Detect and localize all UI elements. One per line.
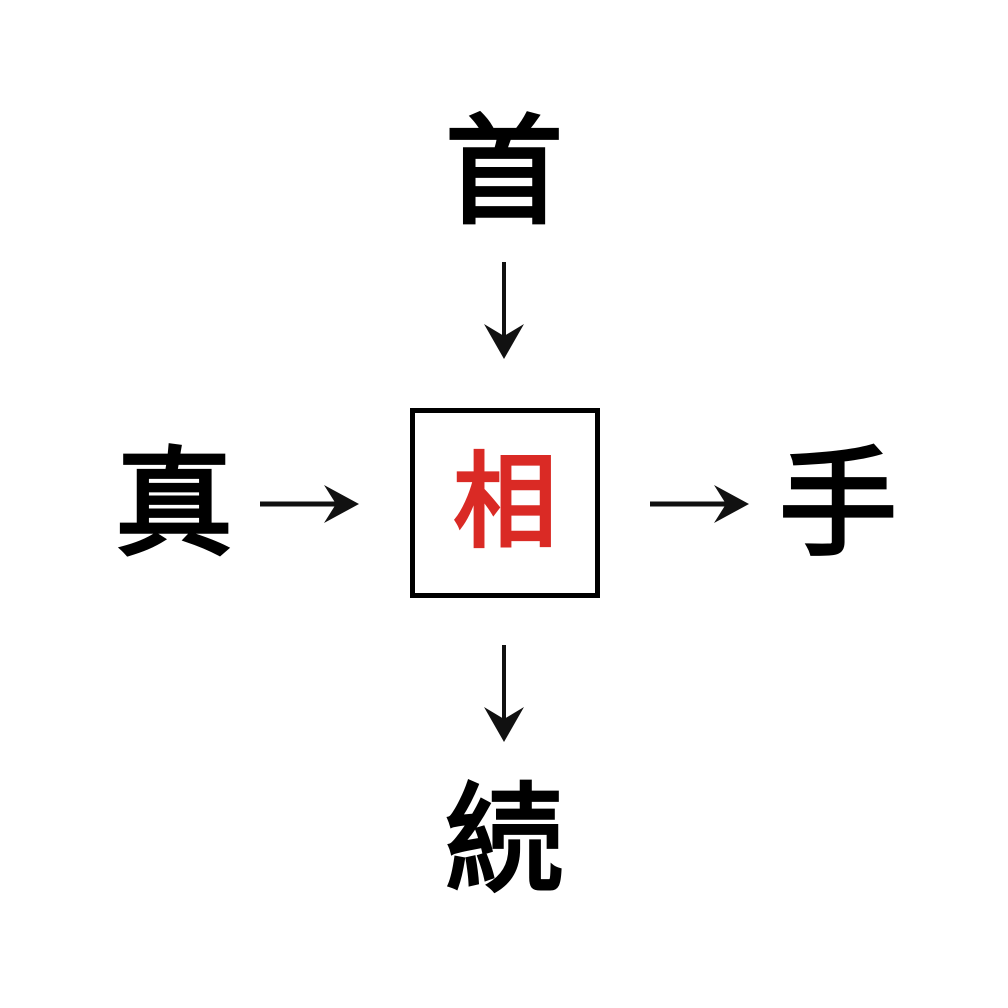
- arrow-right-right: [648, 478, 752, 530]
- kanji-node-right: 手: [778, 435, 897, 573]
- kanji-node-bottom: 続: [444, 771, 563, 909]
- center-kanji-box: 相: [410, 408, 600, 598]
- arrow-down-top: [472, 262, 536, 362]
- arrow-down-bottom: [472, 645, 536, 745]
- arrow-right-left: [258, 478, 362, 530]
- kanji-node-left: 真: [114, 435, 233, 573]
- kanji-node-top: 首: [444, 103, 563, 241]
- center-kanji-character: 相: [452, 441, 557, 563]
